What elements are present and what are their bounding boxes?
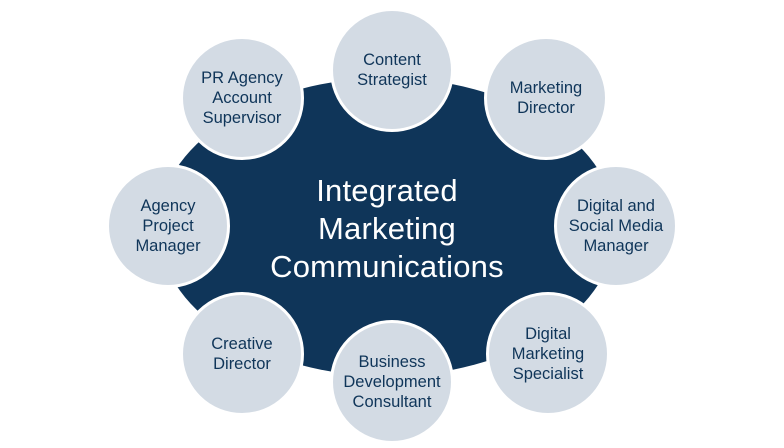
role-node-content-strategist: Content Strategist	[330, 8, 454, 132]
role-node-digital-marketing-specialist: Digital Marketing Specialist	[486, 292, 610, 416]
role-label: Creative Director	[211, 335, 273, 373]
role-node-pr-agency-account-supervisor: PR Agency Account Supervisor	[180, 36, 304, 160]
central-title-line-1: Integrated	[316, 173, 458, 208]
role-label: Digital Marketing Specialist	[511, 325, 585, 383]
role-node-digital-social-media-manager: Digital and Social Media Manager	[554, 164, 678, 288]
role-node-creative-director: Creative Director	[180, 292, 304, 416]
central-title-line-2: Marketing	[318, 211, 456, 246]
role-node-business-development-consultant: Business Development Consultant	[330, 320, 454, 444]
role-node-agency-project-manager: Agency Project Manager	[106, 164, 230, 288]
role-label: Content Strategist	[357, 51, 427, 89]
role-label: Business Development Consultant	[343, 353, 441, 411]
role-label: PR Agency Account Supervisor	[201, 69, 283, 127]
central-title-line-3: Communications	[270, 249, 504, 284]
role-label: Digital and Social Media Manager	[568, 197, 664, 255]
central-title: Integrated Marketing Communications	[228, 172, 546, 286]
role-label: Agency Project Manager	[135, 197, 201, 255]
role-label: Marketing Director	[509, 79, 583, 117]
role-node-marketing-director: Marketing Director	[484, 36, 608, 160]
